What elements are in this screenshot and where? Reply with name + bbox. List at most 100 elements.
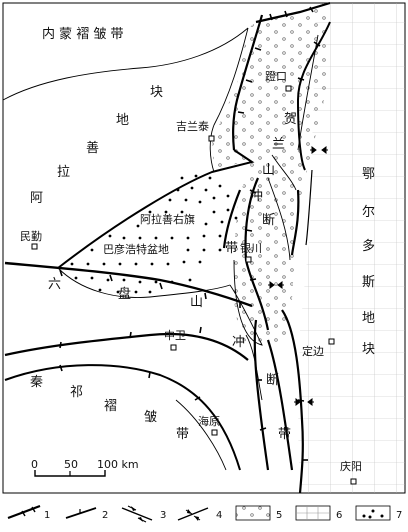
grid-pattern-icon [295,505,331,521]
svg-text:带: 带 [278,427,291,442]
basin-dot [138,236,142,240]
legend-item-7: 7 [355,505,402,521]
city-dingbian: 定边 [302,344,324,358]
ordos-grid-area [298,3,405,493]
svg-text:尔: 尔 [362,205,375,220]
city-markers [31,85,357,485]
basin-dot [204,222,208,226]
svg-text:山: 山 [190,295,203,310]
basin-dot [198,200,202,204]
legend: 1 2 3 [7,504,402,523]
helan-dotted-area [212,3,330,345]
basin-dot [208,176,212,180]
svg-text:块: 块 [150,85,163,100]
basin-dot [98,288,102,292]
thrust-fault-icon [7,504,41,520]
svg-text:六: 六 [48,277,61,292]
basin-bayanhaote-label: 巴彦浩特盆地 [103,242,169,256]
svg-text:4: 4 [216,510,222,521]
svg-text:阿: 阿 [30,191,43,206]
legend-item-3: 3 [121,505,166,523]
city-haiyuan: 海原 [198,414,220,428]
basin-dot [186,248,190,252]
region-ordos: 鄂 尔 多 斯 地 块 [362,167,375,357]
region-inner-mongolia: 内 蒙 褶 皱 带 [42,26,124,42]
basin-dot [168,198,172,202]
svg-text:皱: 皱 [144,409,157,425]
svg-text:多: 多 [362,238,375,254]
basin-south-thrust [4,261,253,308]
city-yinchuan: 银川 [240,241,262,255]
svg-text:3: 3 [160,510,166,521]
basin-dot [106,278,110,282]
normal-fault-icon [65,507,97,519]
legend-item-1: 1 [7,504,50,521]
svg-text:山: 山 [262,163,275,178]
basin-dot [116,290,120,294]
north-thrust-fault [255,1,331,24]
basin-dot [176,188,180,192]
svg-text:鄂: 鄂 [362,167,375,182]
basin-dot [138,280,142,284]
svg-text:带: 带 [176,427,189,442]
basin-dot [184,198,188,202]
basin-dot [226,208,230,212]
basin-dot [166,262,170,266]
svg-text:地: 地 [362,311,375,326]
basin-dot [148,290,152,294]
basin-dot [234,216,238,220]
scale-bar: 0 50 100 km [31,458,139,477]
svg-text:冲: 冲 [232,335,245,350]
basin-dot [220,220,224,224]
basin-dot [186,236,190,240]
dotted-area-icon [235,505,271,521]
basin-dot [122,278,126,282]
region-alxa: 阿 拉 善 地 块 [30,85,163,206]
svg-text:0: 0 [31,458,38,471]
basin-dot [90,248,94,252]
basin-dot [154,236,158,240]
boundary-lines [2,1,331,494]
region-helan: 贺 兰 山 冲 断 带 [225,112,297,256]
svg-text:褶: 褶 [104,399,117,414]
svg-text:地: 地 [116,113,129,128]
basin-dot [148,210,152,214]
region-qilian: 秦 祁 褶 皱 带 [30,375,189,442]
basin-dot [136,224,140,228]
basin-dot [86,262,90,266]
basin-dots [70,174,238,294]
basin-dot [204,188,208,192]
city-qingyang: 庆阳 [340,459,362,473]
svg-text:斯: 斯 [362,275,375,290]
legend-item-4: 4 [177,507,222,521]
svg-text:兰: 兰 [272,137,285,152]
svg-text:带: 带 [225,241,238,256]
qilian-north-thrust [4,333,249,361]
svg-text:贺: 贺 [284,112,297,127]
basin-dot [188,278,192,282]
basin-dot [170,236,174,240]
basin-dot [202,234,206,238]
svg-text:6: 6 [336,510,342,521]
basin-dot [134,290,138,294]
basin-dot [154,280,158,284]
compression-direction-icon [268,146,328,406]
strike-slip-fault-icon [121,505,153,523]
legend-item-5: 5 [235,505,282,521]
basin-dot [108,234,112,238]
basin-alxa-youqi-label: 阿拉善右旗 [140,212,195,226]
svg-text:块: 块 [362,342,375,357]
basin-dot [212,210,216,214]
region-liupan: 六 盘 山 冲 断 带 [48,277,291,442]
basin-dot [180,210,184,214]
compression-direction-icon [177,507,209,521]
basin-dots-icon [355,505,391,521]
basin-dot [90,276,94,280]
basin-dot [212,196,216,200]
city-minqin: 民勤 [20,230,42,243]
svg-text:盘: 盘 [118,286,131,302]
svg-text:拉: 拉 [57,165,70,180]
basin-dot [218,184,222,188]
svg-text:祁: 祁 [70,385,83,400]
